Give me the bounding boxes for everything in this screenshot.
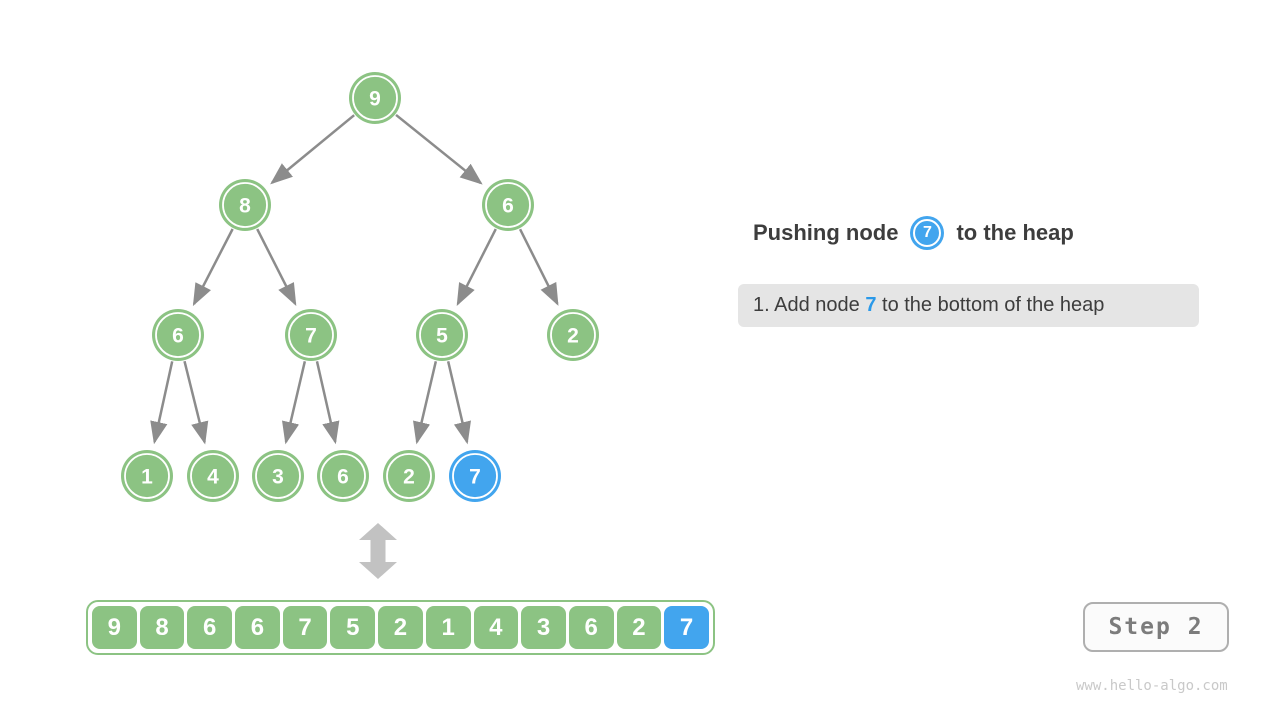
svg-text:2: 2	[403, 466, 415, 489]
tree-edge	[518, 228, 559, 306]
svg-text:8: 8	[239, 195, 251, 218]
tree-edge	[456, 228, 497, 307]
tree-node: 5	[416, 309, 468, 361]
array-cell: 7	[282, 606, 328, 649]
instruction-box: 1. Add node 7 to the bottom of the heap	[738, 284, 1199, 327]
tree-node: 6	[317, 450, 369, 502]
updown-arrow-icon	[359, 523, 397, 579]
svg-text:4: 4	[207, 466, 219, 489]
tree-edge	[270, 114, 355, 185]
tree-edge	[256, 228, 297, 307]
svg-text:9: 9	[369, 88, 381, 111]
tree-node: 6	[482, 179, 534, 231]
array-cell: 6	[568, 606, 614, 649]
tree-node: 7	[285, 309, 337, 361]
array-cell-highlighted: 7	[664, 606, 709, 649]
array-cell: 5	[330, 606, 376, 649]
instruction-part1: 1. Add node	[753, 294, 866, 316]
svg-text:6: 6	[337, 466, 349, 489]
diagram-title: Pushing node 7 to the heap	[753, 216, 1074, 250]
tree-node: 8	[219, 179, 271, 231]
tree-node: 4	[187, 450, 239, 502]
step-indicator: Step 2	[1083, 602, 1229, 652]
svg-text:2: 2	[567, 325, 579, 348]
array-cell: 4	[473, 606, 519, 649]
svg-text:5: 5	[436, 325, 448, 348]
tree-node: 1	[121, 450, 173, 502]
tree-node-highlighted: 7	[449, 450, 501, 502]
tree-node: 3	[252, 450, 304, 502]
tree-edge	[413, 361, 438, 445]
svg-text:3: 3	[272, 466, 284, 489]
array-cell: 2	[378, 606, 423, 649]
tree-edge	[192, 228, 234, 307]
array-cell: 6	[235, 606, 280, 649]
tree-node: 6	[152, 309, 204, 361]
array-cell: 1	[425, 606, 471, 649]
pushed-node-badge: 7	[913, 219, 942, 247]
svg-text:6: 6	[172, 325, 184, 348]
heap-tree: 9 8 6 6 7 5 2 1 4 3 6 2 7	[121, 72, 599, 502]
tree-edge	[395, 113, 483, 185]
tree-edge	[282, 361, 307, 445]
tree-edge	[315, 361, 340, 445]
array-cell: 6	[187, 606, 233, 649]
tree-node: 2	[547, 309, 599, 361]
instruction-part2: to the bottom of the heap	[876, 294, 1105, 316]
title-suffix: to the heap	[956, 220, 1074, 245]
svg-text:7: 7	[469, 466, 481, 489]
watermark: www.hello-algo.com	[1076, 678, 1228, 694]
instruction-highlight: 7	[865, 294, 877, 316]
array-cell: 2	[616, 606, 662, 649]
tree-edge	[150, 361, 174, 445]
array-cell: 9	[92, 606, 137, 649]
svg-text:6: 6	[502, 195, 514, 218]
array-cell: 3	[521, 606, 566, 649]
svg-text:7: 7	[305, 325, 317, 348]
array-cell: 8	[139, 606, 185, 649]
tree-edge	[446, 361, 471, 445]
title-prefix: Pushing node	[753, 220, 899, 245]
svg-text:1: 1	[141, 466, 153, 489]
tree-node: 9	[349, 72, 401, 124]
tree-edge	[183, 360, 209, 445]
tree-node: 2	[383, 450, 435, 502]
